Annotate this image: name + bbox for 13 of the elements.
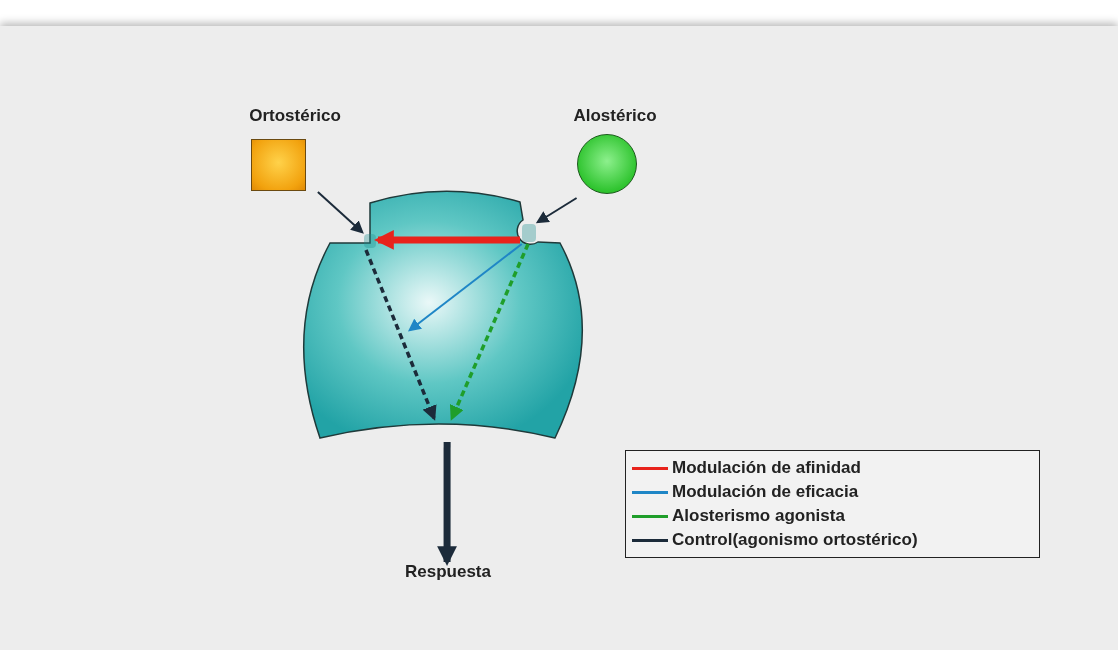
arrow [449,243,530,421]
legend-text: Alosterismo agonista [672,506,845,526]
output-label: Respuesta [404,562,492,582]
ligand-label: Ortostérico [248,106,342,126]
arrow [364,249,437,421]
arrow [407,243,523,332]
arrow [535,197,578,224]
arrow [316,191,364,234]
legend-text: Modulación de afinidad [672,458,861,478]
arrow [374,230,520,250]
legend-text: Control(agonismo ortostérico) [672,530,918,550]
legend-text: Modulación de eficacia [672,482,859,502]
ligand-label: Alostérico [572,106,658,126]
